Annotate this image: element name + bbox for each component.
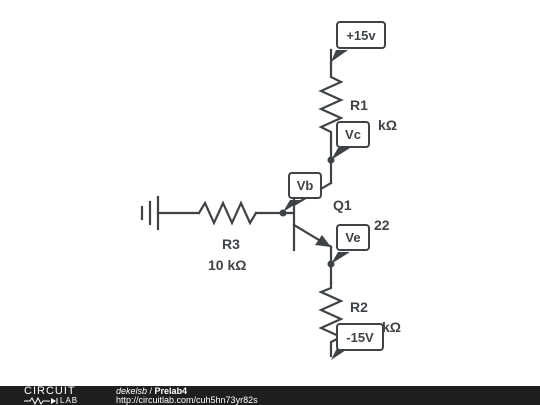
logo-top-text: CIRCUIT [24,385,76,397]
footer-bar: CIRCUIT LAB dekelsb / Prelab4 http://cir… [0,386,540,405]
schematic-canvas: +15v R1 kΩ Vc Vb Q1 22 Ve R3 10 kΩ R2 kΩ… [140,21,402,360]
ve-probe-tag: Ve [331,224,370,264]
supply-negative-label: -15V [346,330,374,345]
circuit-url[interactable]: http://circuitlab.com/cuh5hn73yr82s [116,395,258,405]
r2-value: kΩ [382,319,401,335]
supply-negative-tag: -15V [331,323,384,360]
supply-positive-tag: +15v [331,21,386,62]
path-separator: / [147,386,155,396]
circuit-schematic: +15v R1 kΩ Vc Vb Q1 22 Ve R3 10 kΩ R2 kΩ… [140,21,401,360]
supply-positive-label: +15v [346,28,376,43]
credits: dekelsb / Prelab4 http://circuitlab.com/… [116,387,258,405]
r3-name: R3 [222,236,240,252]
vc-probe-tag: Vc [331,121,370,160]
logo-bottom-text: LAB [60,396,79,405]
vb-probe-tag: Vb [283,172,322,212]
author-name[interactable]: dekelsb [116,386,148,396]
q1-part: 22 [374,217,390,233]
q1-name: Q1 [333,197,352,213]
ground-symbol [140,195,160,231]
r2-name: R2 [350,299,368,315]
junction-base [279,209,287,217]
resistor-r1 [318,61,344,140]
vc-label: Vc [345,127,361,142]
circuitlab-logo[interactable]: CIRCUIT LAB [24,386,104,405]
ve-label: Ve [345,230,360,245]
r3-value: 10 kΩ [208,257,246,273]
logo-circuit-icon [24,397,58,405]
vb-label: Vb [297,178,314,193]
circuit-title[interactable]: Prelab4 [154,386,188,396]
resistor-r3 [197,200,258,226]
r1-value: kΩ [378,117,397,133]
r1-name: R1 [350,97,368,113]
